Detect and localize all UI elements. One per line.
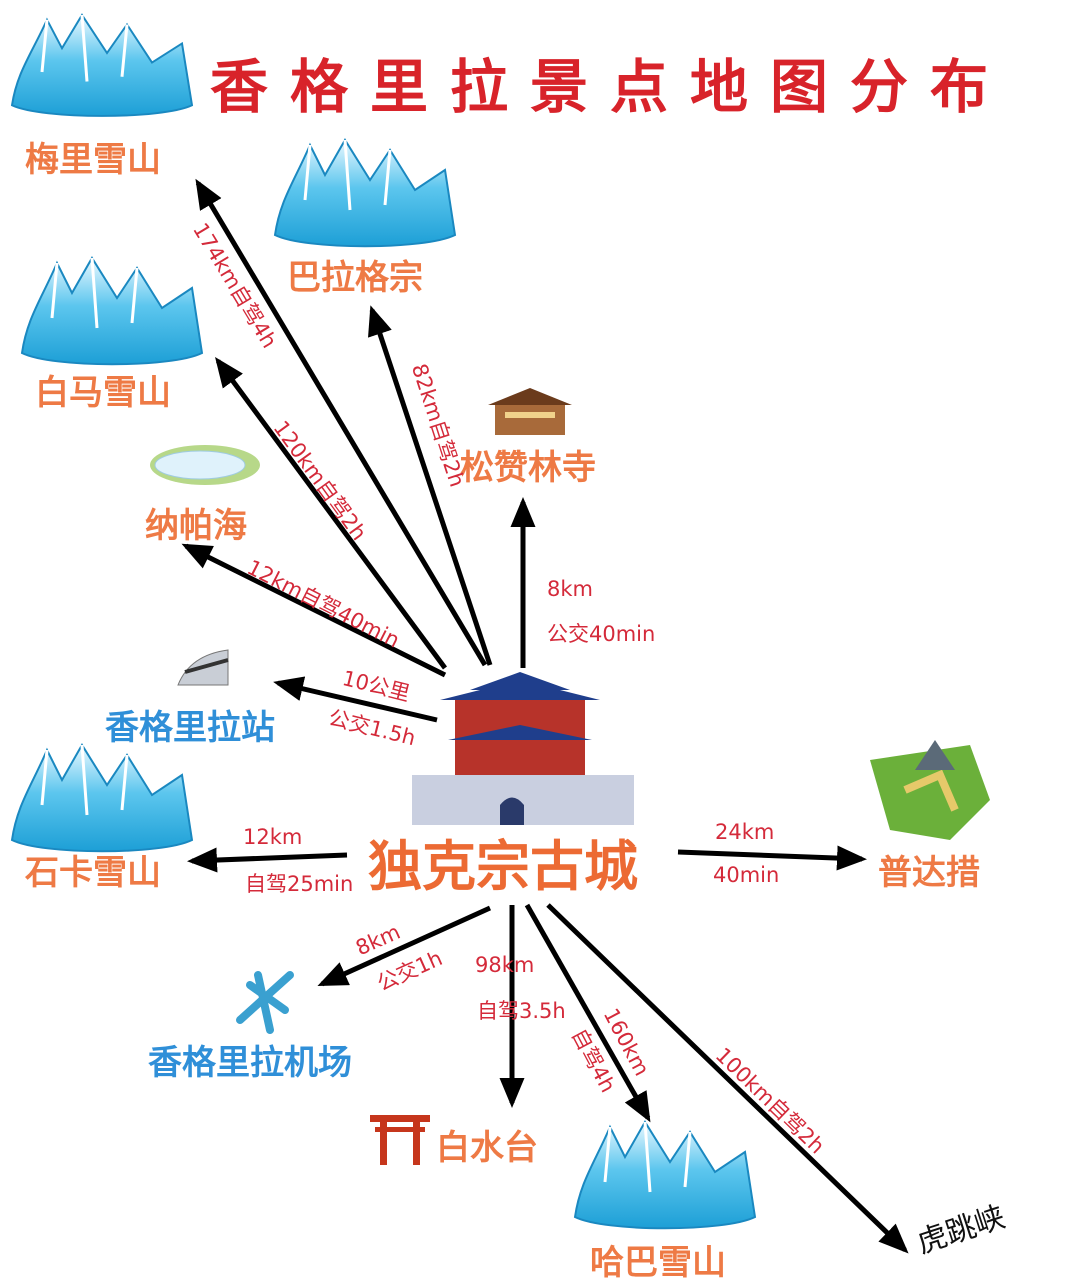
temple-icon — [488, 388, 572, 435]
arrow-shika — [187, 847, 348, 873]
place-baishuitai[interactable]: 白水台 — [436, 1128, 538, 1168]
pudacuo-grassland-icon — [870, 740, 990, 840]
arrow-balagezong — [368, 305, 493, 666]
ancient-city-gate-icon — [412, 672, 634, 825]
shika-mountain-icon — [10, 743, 194, 853]
center-dukezong[interactable]: 独克宗古城 — [368, 835, 638, 898]
arrow-baima — [215, 356, 448, 670]
place-baima[interactable]: 白马雪山 — [35, 373, 171, 413]
meili-mountain-icon — [10, 13, 194, 118]
airplane-icon — [236, 971, 294, 1034]
arrow-meili — [195, 178, 488, 667]
route-shika-distance: 12km — [243, 825, 303, 849]
place-shika[interactable]: 石卡雪山 — [25, 853, 161, 893]
napahai-lake-icon — [150, 445, 260, 485]
balagezong-mountain-icon — [273, 138, 457, 248]
route-songzanlin-distance: 8km — [547, 577, 593, 601]
route-pudacuo-time: 40min — [713, 863, 780, 887]
arrow-airport — [317, 905, 492, 987]
place-balagezong[interactable]: 巴拉格宗 — [287, 258, 423, 298]
torii-gate-icon — [370, 1115, 430, 1165]
place-napahai[interactable]: 纳帕海 — [145, 506, 247, 546]
place-pudacuo[interactable]: 普达措 — [878, 853, 980, 893]
route-baishuitai-distance: 98km — [475, 953, 535, 977]
route-pudacuo-distance: 24km — [715, 820, 775, 844]
arrow-station — [273, 676, 438, 723]
arrow-napahai — [181, 543, 447, 678]
route-shika-time: 自驾25min — [245, 872, 354, 896]
baima-mountain-icon — [20, 256, 204, 366]
place-haba[interactable]: 哈巴雪山 — [590, 1243, 726, 1280]
map-title: 香格里拉景点地图分布 — [210, 53, 1011, 121]
haba-mountain-icon — [573, 1120, 757, 1230]
place-airport[interactable]: 香格里拉机场 — [148, 1043, 352, 1083]
arrow-pudacuo — [677, 845, 867, 871]
place-station[interactable]: 香格里拉站 — [105, 708, 275, 748]
place-meili[interactable]: 梅里雪山 — [25, 140, 161, 180]
arrow-hutiaoxia — [546, 903, 909, 1254]
train-icon — [177, 649, 229, 686]
route-songzanlin-time: 公交40min — [547, 622, 656, 646]
place-songzanlin[interactable]: 松赞林寺 — [460, 448, 596, 488]
arrow-haba — [524, 903, 651, 1123]
route-baishuitai-time: 自驾3.5h — [477, 999, 566, 1023]
